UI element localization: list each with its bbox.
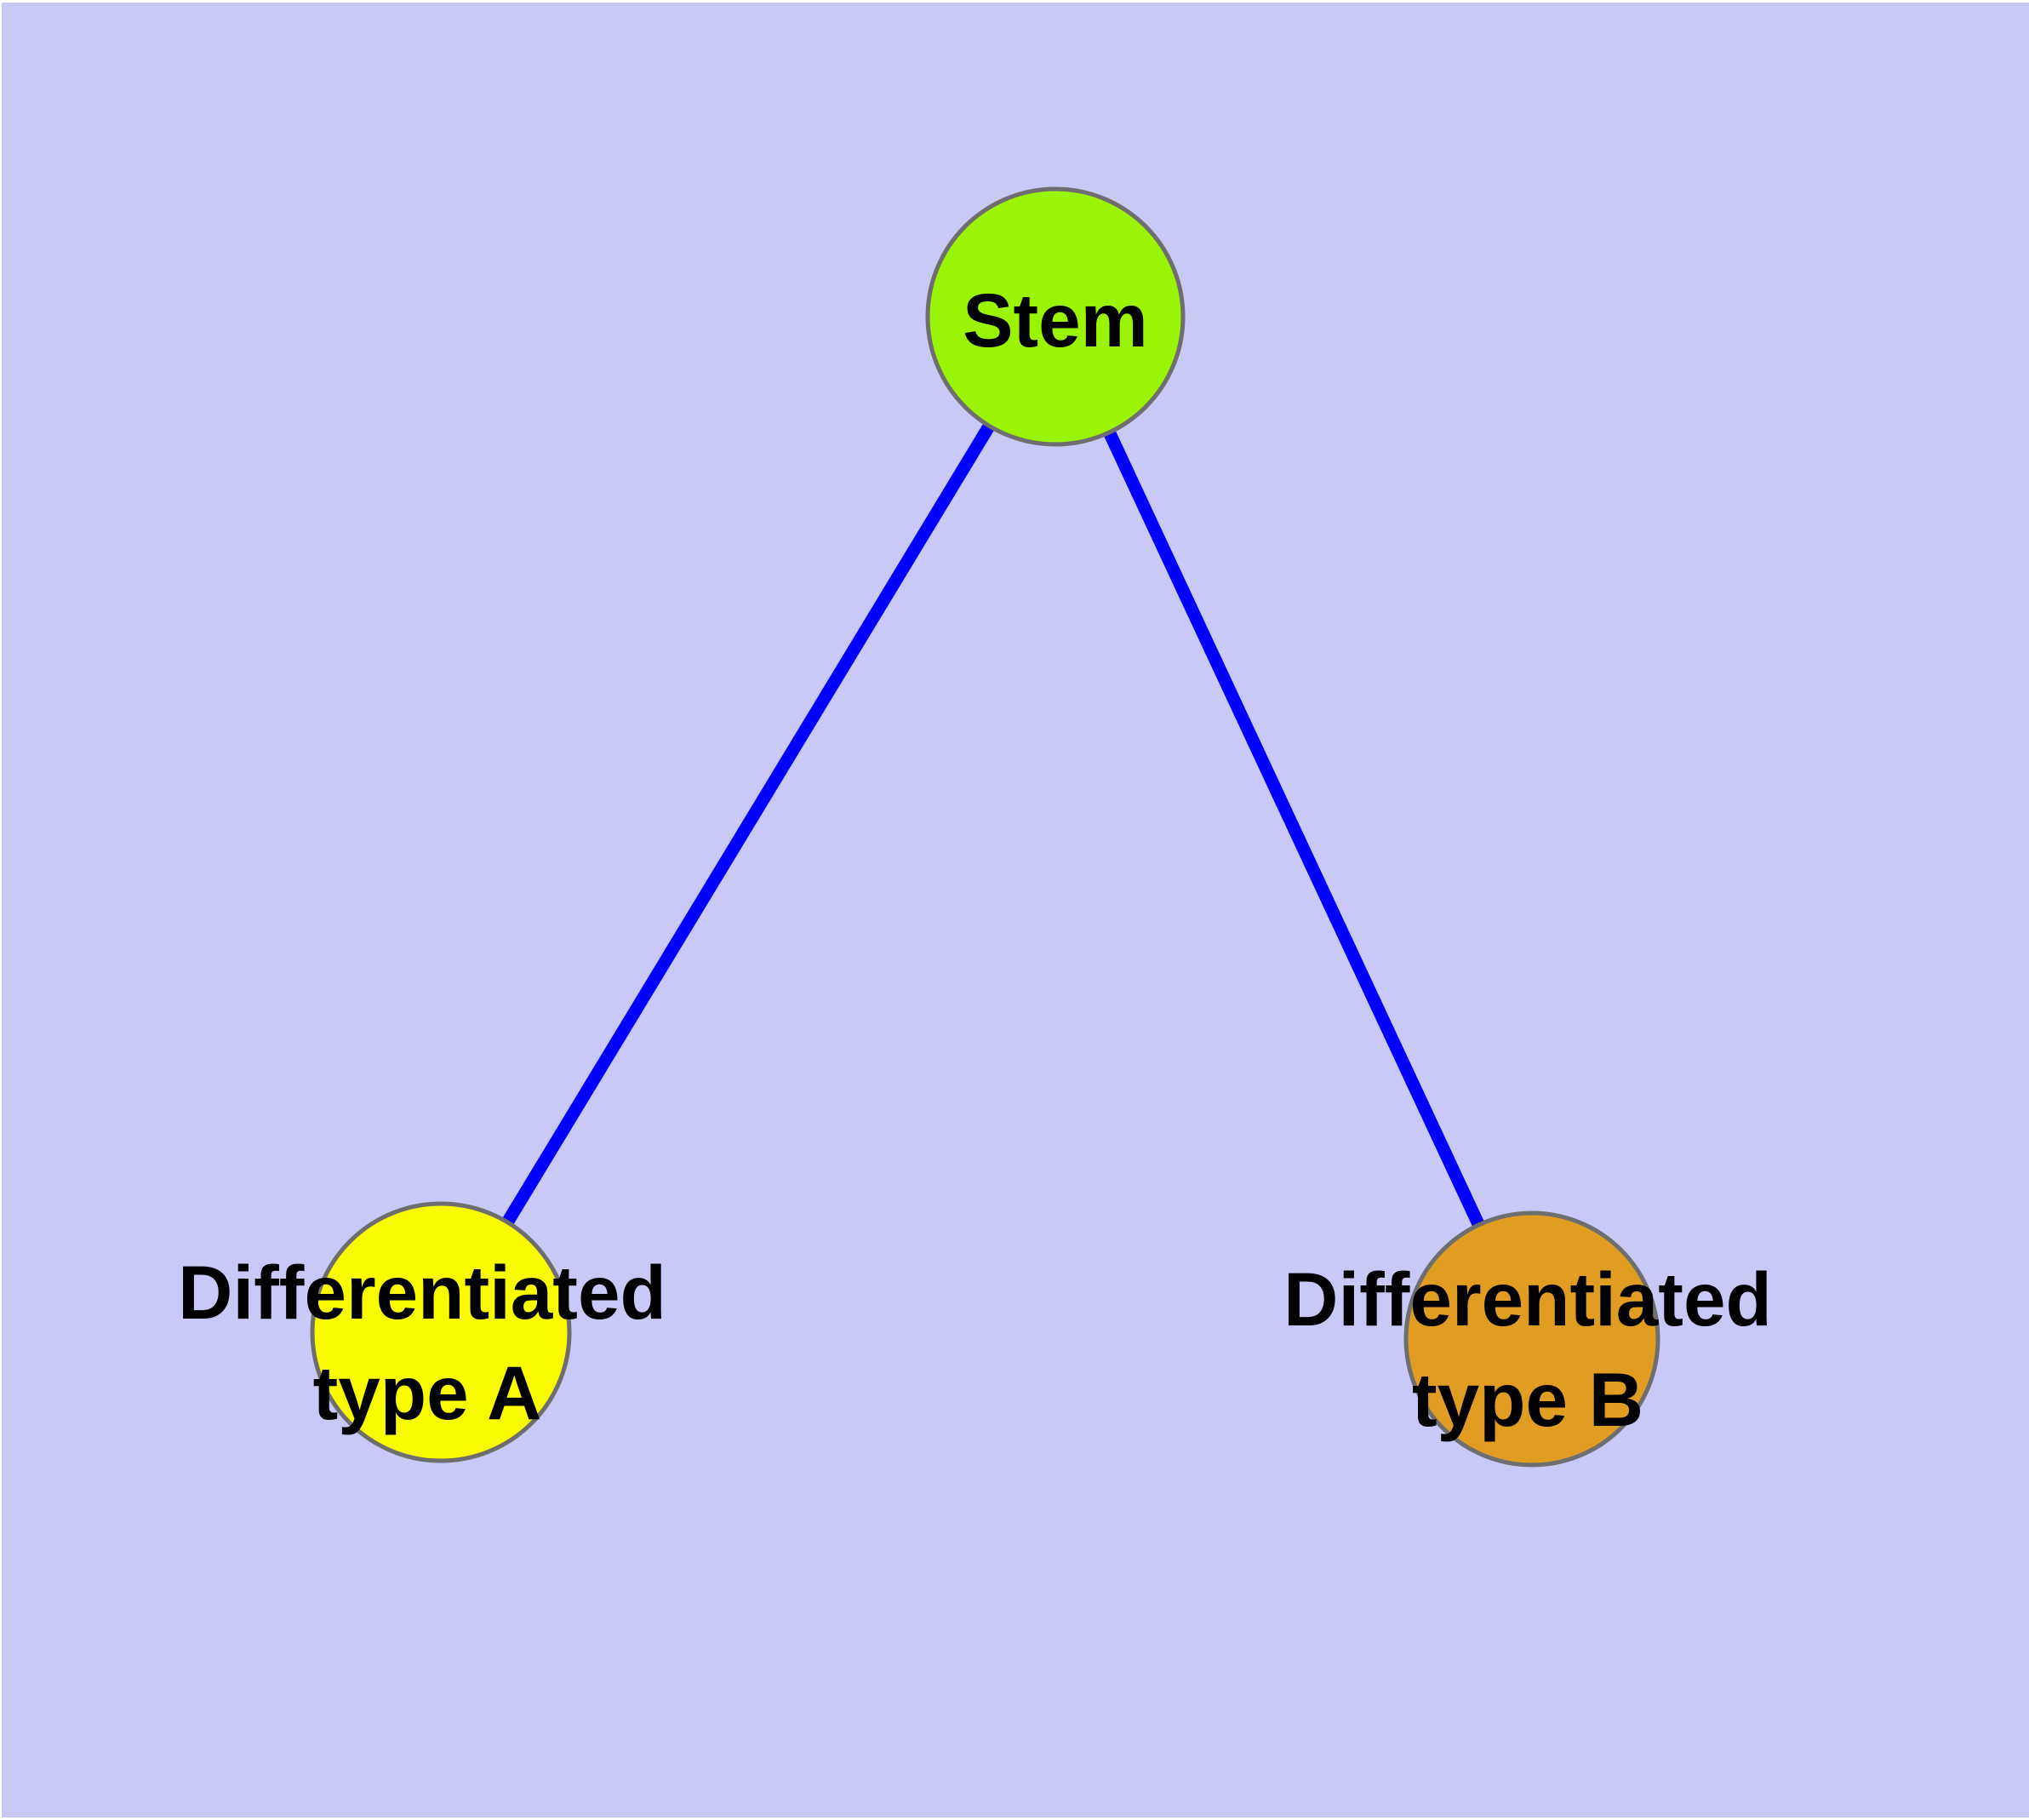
edge-stem-to-type-b — [1049, 313, 1538, 1342]
label-layer: Stem Differentiated type A Differentiate… — [178, 278, 1772, 1442]
node-circle-type-a — [310, 1201, 572, 1463]
node-label-type-a-line2: type A — [313, 1350, 542, 1435]
edge-stem-to-type-a — [435, 313, 1061, 1336]
node-stem — [925, 186, 1186, 447]
node-label-type-b-line1: Differentiated — [1283, 1256, 1772, 1342]
node-label-stem: Stem — [963, 278, 1148, 363]
edge-layer — [435, 313, 1538, 1342]
node-circle-stem — [925, 186, 1186, 447]
node-label-type-a-line1: Differentiated — [178, 1250, 666, 1335]
node-differentiated-type-b — [1403, 1210, 1660, 1468]
node-differentiated-type-a — [310, 1201, 572, 1463]
node-circle-type-b — [1403, 1210, 1660, 1468]
node-label-type-b-line2: type B — [1412, 1357, 1643, 1442]
